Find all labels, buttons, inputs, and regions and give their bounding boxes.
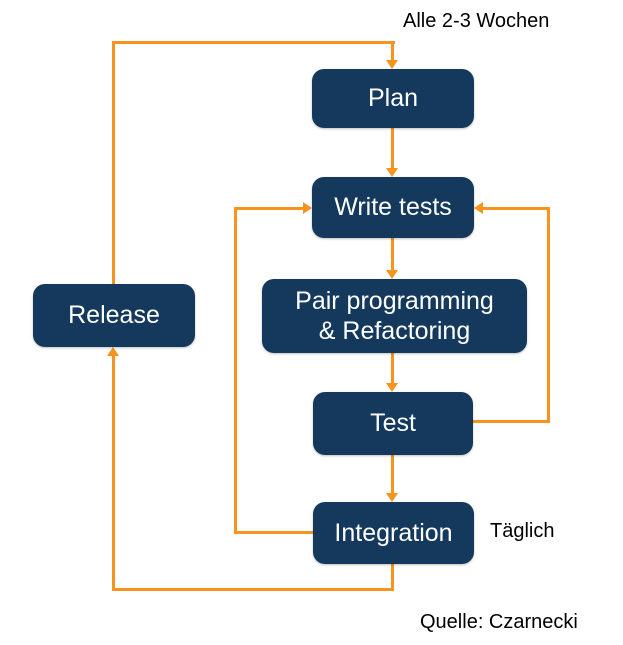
arrowhead-down-icon	[386, 270, 398, 279]
arrowhead-down-icon	[386, 383, 398, 392]
node-integration-label: Integration	[334, 518, 453, 547]
line-segment	[234, 207, 237, 534]
node-plan-label: Plan	[367, 84, 419, 113]
line-segment	[112, 356, 115, 591]
line-segment	[473, 420, 550, 423]
node-write-tests: Write tests	[312, 177, 474, 238]
line-segment	[391, 455, 394, 493]
line-segment	[391, 238, 394, 270]
daily-cycle-label: Täglich	[490, 520, 555, 542]
line-segment	[391, 353, 394, 383]
arrowhead-up-icon	[107, 347, 119, 356]
arrowhead-down-icon	[386, 168, 398, 177]
line-segment	[547, 207, 550, 423]
arrowhead-down-icon	[386, 60, 398, 69]
node-pair-programming-label-line1: Pair programming	[295, 286, 494, 315]
node-release: Release	[33, 284, 195, 347]
node-plan: Plan	[312, 69, 474, 128]
line-segment	[391, 128, 394, 168]
line-segment	[112, 41, 115, 284]
cycle-duration-label: Alle 2-3 Wochen	[403, 10, 550, 32]
arrowhead-down-icon	[386, 493, 398, 502]
source-credit-label: Quelle: Czarnecki	[420, 611, 578, 633]
line-segment	[391, 41, 394, 60]
line-segment	[234, 531, 313, 534]
node-pair-programming: Pair programming & Refactoring	[262, 279, 527, 353]
line-segment	[112, 588, 394, 591]
node-test-label: Test	[370, 409, 416, 438]
node-test: Test	[313, 392, 473, 455]
line-segment	[391, 564, 394, 591]
line-segment	[483, 207, 550, 210]
line-segment	[112, 41, 395, 44]
line-segment	[234, 207, 303, 210]
node-pair-programming-label-line2: & Refactoring	[318, 317, 471, 345]
node-write-tests-label: Write tests	[334, 193, 452, 222]
arrowhead-right-icon	[303, 202, 312, 214]
arrowhead-left-icon	[474, 202, 483, 214]
node-release-label: Release	[68, 301, 160, 330]
node-integration: Integration	[313, 502, 474, 564]
